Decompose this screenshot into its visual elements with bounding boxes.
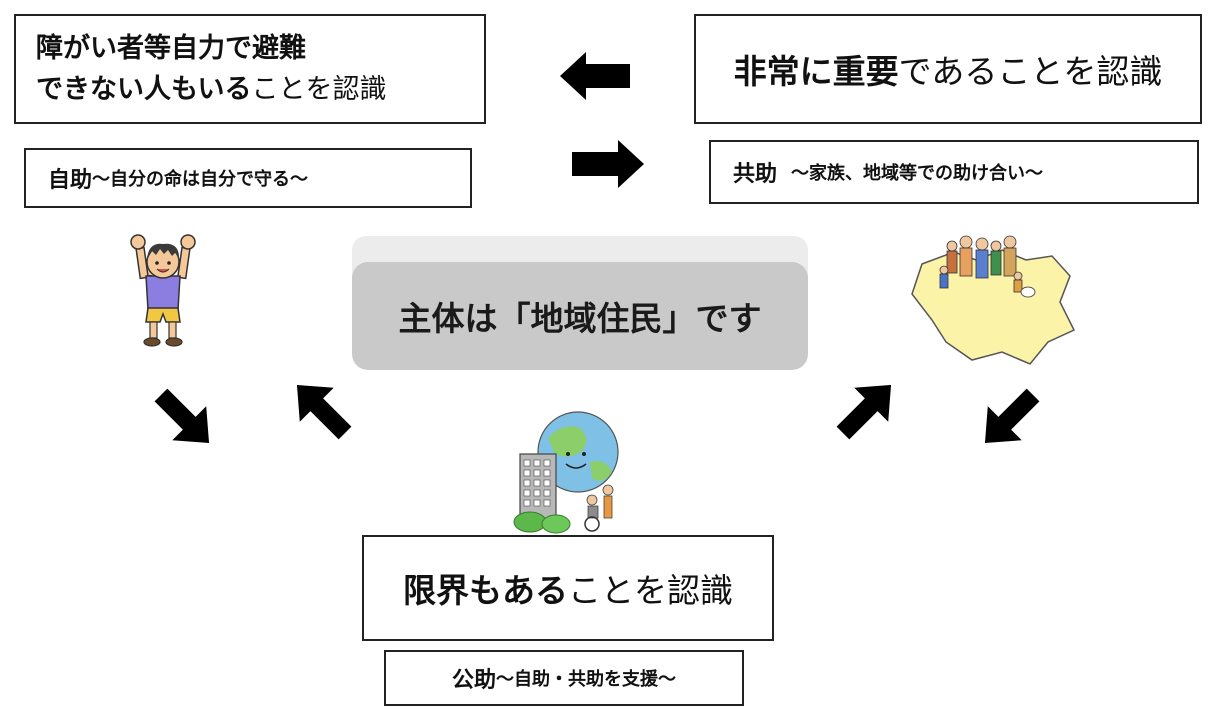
self-help-box: 自助～自分の命は自分で守る～ — [24, 148, 472, 208]
limits-box: 限界もあることを認識 — [362, 535, 774, 641]
limits-bold: 限界もある — [403, 571, 568, 610]
persons-needing-help-line1: 障がい者等自力で避難 — [36, 33, 306, 64]
mutual-help-title: 共助 — [733, 162, 778, 187]
persons-needing-help-box: 障がい者等自力で避難 できない人もいることを認識 — [14, 14, 486, 124]
arrow-up-left-icon — [296, 384, 352, 440]
public-help-box: 公助～自助・共助を支援～ — [384, 650, 744, 706]
persons-needing-help-line2: できない人もいることを認識 — [36, 69, 386, 110]
mutual-help-box: 共助 ～家族、地域等での助け合い～ — [709, 140, 1199, 204]
very-important-bold: 非常に重要 — [733, 52, 899, 91]
center-subject-label: 主体は「地域住民」です — [398, 299, 762, 338]
persons-needing-help-line2-rest: ことを認識 — [251, 74, 387, 105]
very-important-box: 非常に重要であることを認識 — [694, 14, 1202, 124]
self-help-title: 自助 — [48, 168, 93, 193]
public-help-subtitle: ～自助・共助を支援～ — [496, 669, 676, 690]
mutual-help-subtitle: ～家族、地域等での助け合い～ — [791, 163, 1044, 184]
arrow-left-icon — [560, 52, 630, 100]
arrow-down-right-icon — [154, 388, 210, 444]
public-help-title: 公助 — [451, 668, 496, 693]
self-help-subtitle: ～自分の命は自分で守る～ — [92, 169, 309, 190]
community-map-icon — [911, 235, 1076, 365]
arrow-down-left-icon — [984, 388, 1040, 444]
limits-rest: ことを認識 — [568, 571, 733, 610]
child-cheering-icon — [130, 234, 196, 347]
arrow-right-icon — [572, 140, 644, 188]
center-subject-box: 主体は「地域住民」です — [352, 262, 808, 370]
persons-needing-help-line2-bold: できない人もいる — [36, 74, 252, 105]
city-building-globe-icon — [513, 411, 619, 534]
very-important-rest: であることを認識 — [898, 52, 1163, 91]
arrow-up-right-icon — [836, 384, 892, 440]
